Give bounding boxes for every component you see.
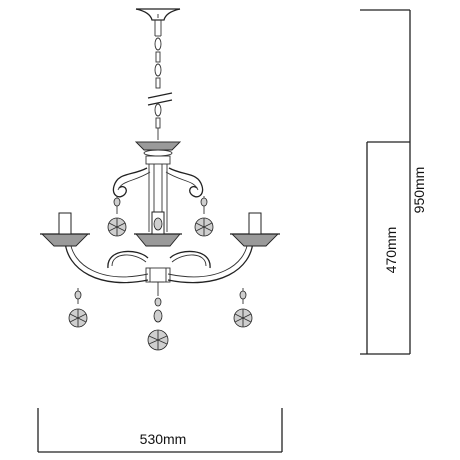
left-scroll [112, 167, 151, 198]
crystal-drop-upper-right [194, 196, 214, 237]
dimension-width [37, 408, 283, 453]
chain [147, 37, 173, 140]
height-body-label: 470mm [383, 227, 399, 274]
crystal-drop-upper-left [107, 196, 127, 237]
dimension-height-body [366, 141, 410, 354]
crystal-drop-lower-right [233, 288, 253, 328]
height-overall-label: 950mm [411, 167, 427, 214]
width-label: 530mm [140, 431, 187, 447]
crystal-drop-center-upper [153, 217, 163, 231]
crystal-drop-bottom-center [147, 297, 169, 351]
dimension-height-overall [360, 9, 411, 355]
ceiling-canopy [135, 8, 181, 37]
arm-left [64, 239, 149, 284]
candle-cup-right [230, 212, 280, 247]
candle-cup-left [40, 212, 90, 247]
top-bowl [134, 141, 182, 165]
crystal-drop-lower-left [68, 288, 88, 328]
arm-right [167, 239, 254, 284]
right-scroll [165, 167, 204, 198]
